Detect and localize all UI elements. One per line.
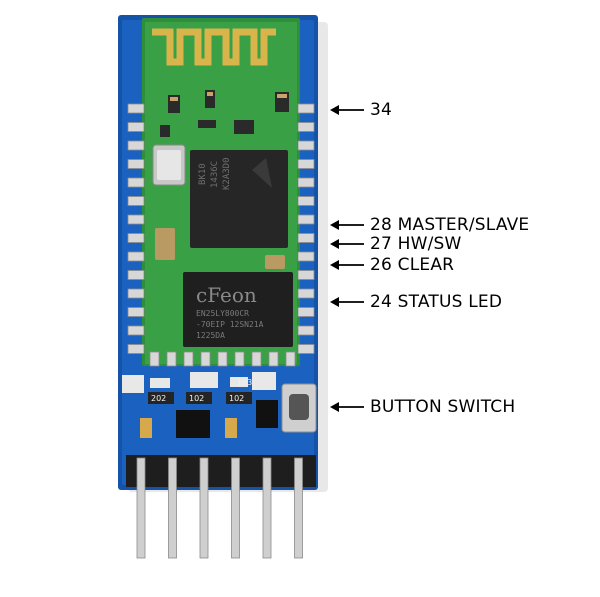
marking-2: 102 bbox=[189, 394, 204, 403]
pad bbox=[127, 103, 145, 114]
flash-chip-line-1: EN25LY800CR bbox=[196, 309, 249, 318]
callout-label: 34 bbox=[370, 100, 393, 120]
pcb-antenna bbox=[152, 28, 276, 66]
pad bbox=[297, 196, 315, 206]
callout-pin-26: 26 CLEAR bbox=[330, 254, 454, 276]
marking-3: 103 bbox=[237, 378, 252, 387]
pad bbox=[285, 351, 296, 367]
pad bbox=[297, 288, 315, 299]
flash-chip-line-3: 1225DA bbox=[196, 331, 225, 340]
pad bbox=[297, 325, 315, 336]
pad bbox=[127, 288, 145, 299]
pad bbox=[200, 351, 211, 367]
lower-components bbox=[122, 372, 278, 438]
pad bbox=[234, 351, 245, 367]
arrow-left-icon bbox=[330, 402, 364, 412]
pad bbox=[127, 140, 145, 151]
callout-button: BUTTON SWITCH bbox=[330, 396, 515, 418]
pad bbox=[127, 177, 145, 188]
pad bbox=[297, 251, 315, 262]
pad bbox=[127, 214, 145, 225]
pad bbox=[127, 159, 145, 169]
pad bbox=[268, 351, 279, 367]
flash-chip-brand: cFeon bbox=[196, 283, 257, 307]
arrow-left-icon bbox=[330, 105, 364, 115]
callout-pin-24: 24 STATUS LED bbox=[330, 291, 502, 313]
arrow-left-icon bbox=[330, 260, 364, 270]
callout-label: 26 CLEAR bbox=[370, 255, 455, 275]
header-pin bbox=[294, 457, 303, 559]
callout-label: 27 HW/SW bbox=[370, 234, 462, 254]
pad bbox=[251, 351, 262, 367]
header-pin bbox=[168, 457, 177, 559]
castellated-pads-right bbox=[297, 103, 315, 354]
callout-label: 24 STATUS LED bbox=[370, 292, 503, 312]
pad bbox=[297, 140, 315, 151]
pad bbox=[297, 233, 315, 243]
pad bbox=[297, 307, 315, 317]
upper-chip-line-2: 1436C bbox=[210, 161, 220, 188]
pad bbox=[297, 159, 315, 169]
pad bbox=[127, 344, 145, 354]
marking-4: 102 bbox=[229, 394, 244, 403]
pad bbox=[297, 122, 315, 132]
castellated-pads-bottom bbox=[149, 351, 296, 367]
upper-chip-line-3: K2A3D0 bbox=[222, 157, 232, 190]
arrow-left-icon bbox=[330, 297, 364, 307]
pad bbox=[297, 270, 315, 280]
callout-label: BUTTON SWITCH bbox=[370, 397, 516, 417]
header-pin bbox=[136, 457, 146, 559]
pad bbox=[127, 325, 145, 336]
pad bbox=[149, 351, 160, 367]
pad bbox=[127, 270, 145, 280]
pad bbox=[297, 214, 315, 225]
castellated-pads-left bbox=[127, 103, 145, 354]
header-pin bbox=[231, 457, 240, 559]
arrow-left-icon bbox=[330, 239, 364, 249]
marking-1: 202 bbox=[151, 394, 166, 403]
header-pin bbox=[199, 457, 209, 559]
pad bbox=[127, 122, 145, 132]
pin-header bbox=[126, 455, 316, 487]
flash-chip-line-2: -70EIP 12SN21A bbox=[196, 320, 264, 329]
pad bbox=[127, 233, 145, 243]
pad bbox=[297, 344, 315, 354]
header-pins bbox=[136, 457, 303, 559]
pad bbox=[166, 351, 177, 367]
callout-pin-34: 34 bbox=[330, 99, 392, 121]
upper-chip-line-1: BK10 bbox=[198, 163, 208, 185]
pad bbox=[127, 196, 145, 206]
header-pin bbox=[262, 457, 272, 559]
callout-pin-27: 27 HW/SW bbox=[330, 233, 462, 255]
callout-label: 28 MASTER/SLAVE bbox=[370, 215, 530, 235]
pad bbox=[127, 307, 145, 317]
arrow-left-icon bbox=[330, 220, 364, 230]
callout-pin-28: 28 MASTER/SLAVE bbox=[330, 214, 529, 236]
pad bbox=[297, 103, 315, 114]
pad bbox=[183, 351, 194, 367]
pad bbox=[297, 177, 315, 188]
pad bbox=[127, 251, 145, 262]
pad bbox=[217, 351, 228, 367]
flash-chip bbox=[183, 272, 293, 347]
